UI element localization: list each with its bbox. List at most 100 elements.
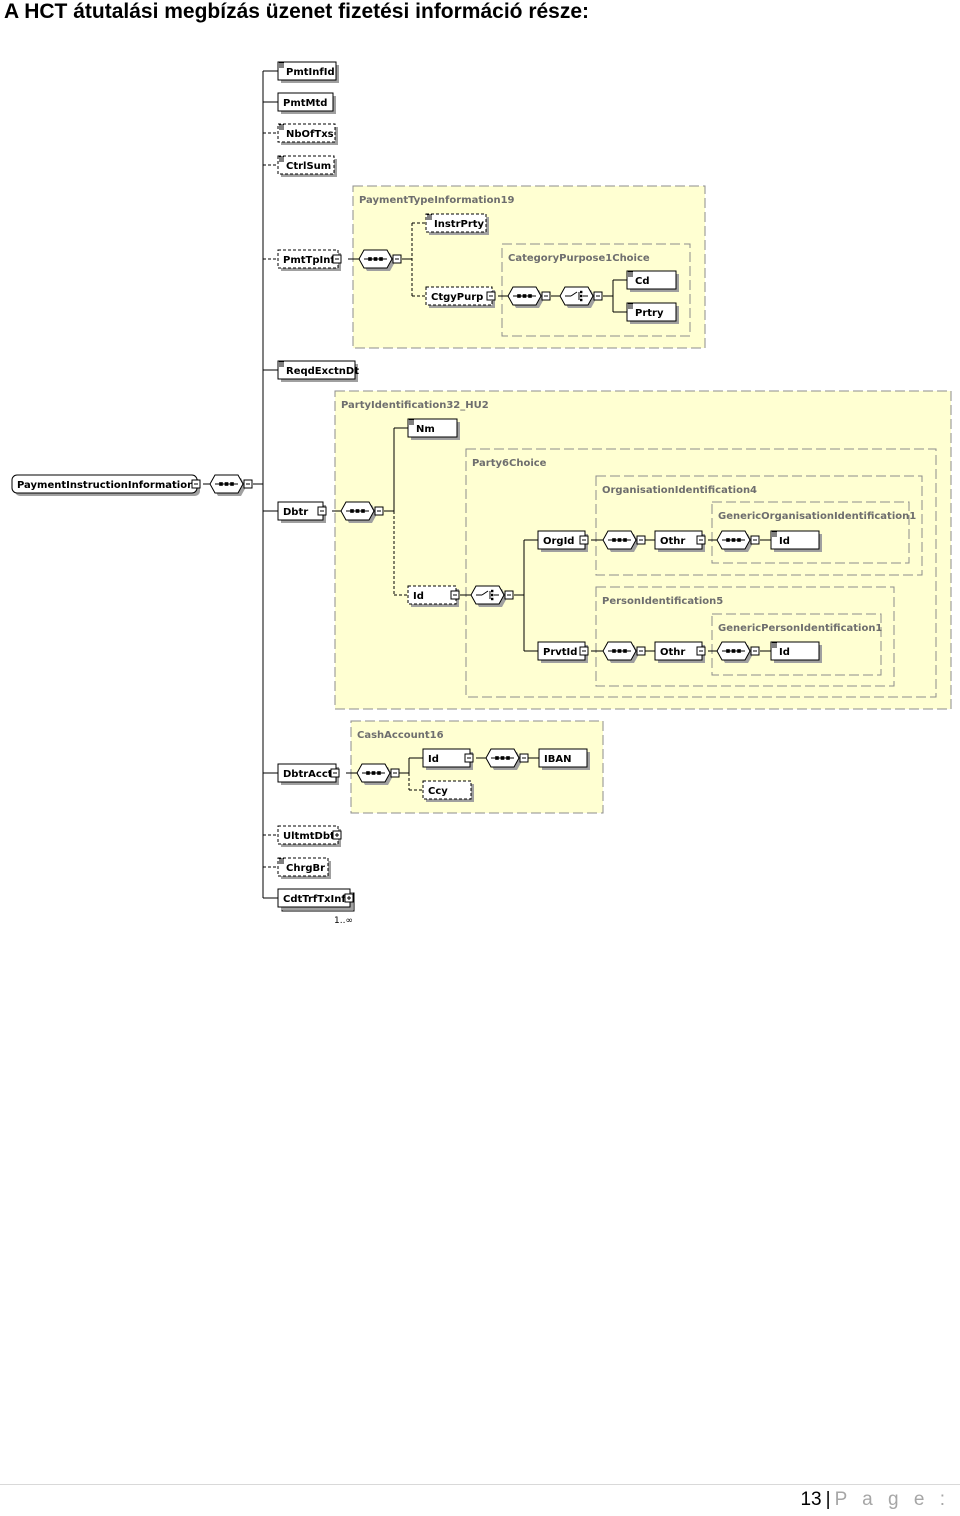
attribute-marker-icon xyxy=(279,858,284,864)
element-cd[interactable]: Cd xyxy=(626,270,679,292)
element-prv-othr[interactable]: Othr xyxy=(654,641,706,663)
footer-rule xyxy=(0,1484,960,1485)
expand-icon[interactable] xyxy=(344,893,354,903)
element-org-generic-id-label: Id xyxy=(779,536,790,547)
element-pmtinfid[interactable]: PmtInfId xyxy=(277,61,339,83)
element-dbtracct-label: DbtrAcct xyxy=(283,769,333,780)
sequence-icon-dbtr[interactable] xyxy=(340,501,384,523)
element-pmttpinf[interactable]: PmtTpInf xyxy=(277,249,342,271)
collapse-icon[interactable] xyxy=(464,753,474,763)
attribute-marker-icon xyxy=(279,361,284,367)
sequence-icon-dbtracct[interactable] xyxy=(356,763,400,785)
expand-icon[interactable] xyxy=(332,830,342,840)
element-cd-label: Cd xyxy=(635,276,650,287)
page-footer: 13|P a g e : xyxy=(800,1489,950,1511)
element-prv-generic-id[interactable]: Id xyxy=(770,641,822,663)
element-org-generic-id[interactable]: Id xyxy=(770,530,822,552)
element-ultmtdbtr[interactable]: UltmtDbtr xyxy=(277,825,342,847)
element-nm[interactable]: Nm xyxy=(407,418,460,440)
element-pmtinfid-label: PmtInfId xyxy=(286,67,335,78)
element-acct-id[interactable]: Id xyxy=(422,748,474,770)
collapse-icon[interactable] xyxy=(450,590,460,600)
attribute-marker-icon xyxy=(409,419,414,425)
group-label-party6-choice: Party6Choice xyxy=(472,458,547,469)
collapse-icon[interactable] xyxy=(696,535,706,545)
element-ctgypurp-label: CtgyPurp xyxy=(431,292,483,303)
collapse-icon[interactable] xyxy=(579,646,589,656)
element-chrgbr[interactable]: ChrgBr xyxy=(277,857,331,879)
sequence-icon-prvtid[interactable] xyxy=(602,641,646,663)
element-ultmtdbtr-label: UltmtDbtr xyxy=(283,831,340,842)
element-pmttpinf-label: PmtTpInf xyxy=(283,255,335,266)
sequence-icon-orgid[interactable] xyxy=(602,530,646,552)
collapse-icon[interactable] xyxy=(579,535,589,545)
element-nboftxs-label: NbOfTxs xyxy=(286,129,334,140)
element-org-othr[interactable]: Othr xyxy=(654,530,706,552)
sequence-icon-prv-othr[interactable] xyxy=(716,641,760,663)
sequence-icon-org-othr[interactable] xyxy=(716,530,760,552)
attribute-marker-icon xyxy=(279,156,284,162)
page-label: P a g e : xyxy=(834,1489,950,1510)
element-ctrlsum-label: CtrlSum xyxy=(286,161,331,172)
collapse-icon[interactable] xyxy=(486,291,496,301)
page-number: 13 xyxy=(800,1489,822,1510)
attribute-marker-icon xyxy=(279,124,284,130)
element-org-othr-label: Othr xyxy=(660,536,685,547)
group-label-organisation-identification4: OrganisationIdentification4 xyxy=(602,485,757,496)
element-reqdexctndt[interactable]: ReqdExctnDt xyxy=(277,360,359,382)
group-label-generic-person-identification1: GenericPersonIdentification1 xyxy=(718,623,882,634)
element-dbtracct[interactable]: DbtrAcct xyxy=(277,763,340,785)
cardinality-cdttrftxinf: 1..∞ xyxy=(334,916,353,926)
attribute-marker-icon xyxy=(628,271,633,277)
element-pmtmtd[interactable]: PmtMtd xyxy=(277,92,336,114)
element-ccy-label: Ccy xyxy=(428,786,448,797)
element-party-id-label: Id xyxy=(413,591,424,602)
root-payment-instruction-information3-label: PaymentInstructionInformation3 xyxy=(17,480,201,491)
footer-separator: | xyxy=(825,1489,831,1510)
schema-diagram: PaymentTypeInformation19 CategoryPurpose… xyxy=(11,61,952,926)
sequence-icon-pmttpinf[interactable] xyxy=(358,249,402,271)
element-nboftxs[interactable]: NbOfTxs xyxy=(277,123,338,145)
element-ccy[interactable]: Ccy xyxy=(422,780,474,802)
attribute-marker-icon xyxy=(427,214,432,220)
element-iban[interactable]: IBAN xyxy=(538,748,590,770)
element-pmtmtd-label: PmtMtd xyxy=(283,98,327,109)
group-label-cash-account16: CashAccount16 xyxy=(357,730,444,741)
root-payment-instruction-information3[interactable]: PaymentInstructionInformation3 xyxy=(11,474,201,496)
element-prvtid[interactable]: PrvtId xyxy=(537,641,589,663)
element-orgid-label: OrgId xyxy=(543,536,574,547)
element-prtry-label: Prtry xyxy=(635,308,664,319)
attribute-marker-icon xyxy=(279,62,284,68)
collapse-icon[interactable] xyxy=(696,646,706,656)
element-cdttrftxinf-label: CdtTrfTxInf xyxy=(283,894,346,905)
group-label-category-purpose1-choice: CategoryPurpose1Choice xyxy=(508,253,650,264)
element-party-id[interactable]: Id xyxy=(407,585,460,607)
sequence-icon-acct-id[interactable] xyxy=(485,748,529,770)
element-dbtr-label: Dbtr xyxy=(283,507,308,518)
element-orgid[interactable]: OrgId xyxy=(537,530,589,552)
element-nm-label: Nm xyxy=(416,424,435,435)
element-prtry[interactable]: Prtry xyxy=(626,302,679,324)
attribute-marker-icon xyxy=(772,531,777,537)
element-ctrlsum[interactable]: CtrlSum xyxy=(277,155,337,177)
element-reqdexctndt-label: ReqdExctnDt xyxy=(286,366,359,377)
element-instrprty-label: InstrPrty xyxy=(434,219,485,230)
element-chrgbr-label: ChrgBr xyxy=(286,863,325,874)
element-dbtr[interactable]: Dbtr xyxy=(277,501,327,523)
element-cdttrftxinf[interactable]: CdtTrfTxInf xyxy=(277,888,355,912)
element-acct-id-label: Id xyxy=(428,754,439,765)
choice-icon-party6[interactable] xyxy=(470,585,514,607)
attribute-marker-icon xyxy=(772,642,777,648)
collapse-icon[interactable] xyxy=(191,479,201,489)
choice-icon-category-purpose[interactable] xyxy=(559,286,603,308)
collapse-icon[interactable] xyxy=(317,506,327,516)
element-ctgypurp[interactable]: CtgyPurp xyxy=(425,286,496,308)
collapse-icon[interactable] xyxy=(330,768,340,778)
sequence-icon-root[interactable] xyxy=(209,474,253,496)
collapse-icon[interactable] xyxy=(332,254,342,264)
element-instrprty[interactable]: InstrPrty xyxy=(425,213,489,235)
group-label-party-identification32-hu2: PartyIdentification32_HU2 xyxy=(341,400,489,411)
group-label-payment-type-information19: PaymentTypeInformation19 xyxy=(359,195,515,206)
sequence-icon-ctgypurp[interactable] xyxy=(507,286,551,308)
group-label-person-identification5: PersonIdentification5 xyxy=(602,596,723,607)
